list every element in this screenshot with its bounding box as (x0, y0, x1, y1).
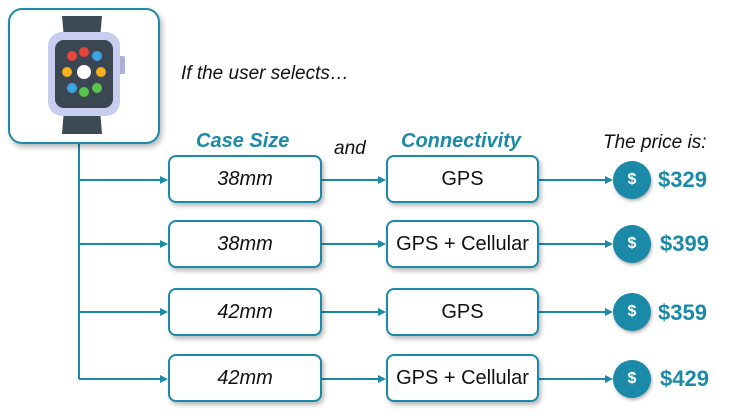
case-size-box: 42mm (168, 288, 322, 336)
connectivity-header: Connectivity (401, 130, 522, 152)
dollar-coin-icon: $ (613, 360, 651, 398)
dollar-coin-icon: $ (613, 161, 651, 199)
smartwatch-icon (48, 16, 125, 134)
price-value: $359 (658, 300, 707, 325)
case-size-box: 38mm (168, 220, 322, 268)
price-value: $399 (660, 231, 709, 256)
case-size-header: Case Size (196, 130, 290, 152)
connectivity-box: GPS + Cellular (386, 220, 539, 268)
connectivity-box: GPS (386, 155, 539, 203)
price-value: $329 (658, 167, 707, 192)
dollar-coin-icon: $ (613, 293, 651, 331)
price-header: The price is: (603, 132, 707, 153)
case-size-box: 42mm (168, 354, 322, 402)
and-label: and (334, 138, 366, 159)
intro-text: If the user selects… (181, 63, 349, 84)
connectivity-box: GPS + Cellular (386, 354, 539, 402)
price-value: $429 (660, 366, 709, 391)
case-size-box: 38mm (168, 155, 322, 203)
connectivity-box: GPS (386, 288, 539, 336)
dollar-coin-icon: $ (613, 225, 651, 263)
smartwatch-card (8, 8, 160, 144)
